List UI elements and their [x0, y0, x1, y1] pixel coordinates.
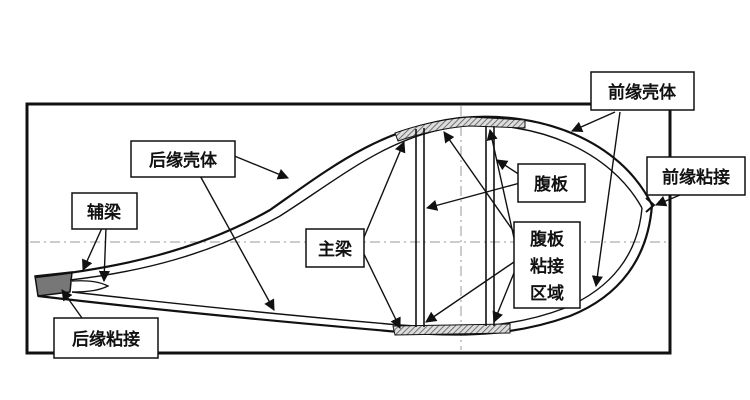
rear-web [485, 126, 495, 326]
label-leading-edge-bond: 前缘粘接 [646, 156, 746, 196]
svg-text:粘接: 粘接 [530, 256, 564, 277]
leader-aux-beam-2 [98, 227, 110, 283]
label-auxiliary-beam: 辅梁 [71, 192, 138, 230]
label-leading-edge-shell: 前缘壳体 [590, 71, 695, 111]
svg-text:腹板: 腹板 [530, 229, 565, 250]
svg-text:主梁: 主梁 [318, 239, 353, 260]
leader-trailing-shell-1 [231, 154, 290, 180]
leader-web-1 [425, 182, 521, 211]
label-web: 腹板 [517, 163, 586, 203]
svg-text:后缘粘接: 后缘粘接 [72, 329, 140, 350]
lower-spar-cap [392, 323, 511, 336]
leader-web-bond-2 [486, 128, 515, 239]
outer-frame [25, 102, 672, 355]
svg-text:前缘粘接: 前缘粘接 [662, 167, 730, 188]
leader-leading-shell-1 [570, 111, 616, 133]
leader-aux-beam-1 [82, 227, 103, 272]
svg-text:区域: 区域 [530, 283, 564, 304]
airfoil-upper-surface [35, 115, 653, 279]
svg-text:后缘壳体: 后缘壳体 [149, 150, 218, 171]
leader-main-beam-2 [361, 249, 401, 330]
leader-trailing-bond [61, 289, 83, 319]
leader-leading-bond [654, 194, 681, 207]
leader-web-bond-1 [443, 131, 515, 233]
leader-trailing-shell-2 [197, 171, 275, 311]
label-trailing-edge-bond: 后缘粘接 [53, 317, 159, 359]
leader-main-beam-1 [361, 140, 406, 243]
leader-web-2 [496, 159, 521, 176]
svg-text:辅梁: 辅梁 [87, 202, 122, 223]
leading-edge-bond-mark [645, 197, 656, 213]
label-main-beam: 主梁 [305, 228, 365, 268]
auxiliary-beam-contour [71, 280, 110, 293]
svg-text:前缘壳体: 前缘壳体 [608, 82, 677, 103]
leader-web-bond-4 [492, 267, 517, 324]
airfoil-upper-inner [69, 124, 643, 281]
leader-web-bond-3 [425, 261, 515, 323]
leader-leading-shell-2 [591, 111, 621, 288]
label-web-bond-area: 腹板 粘接 区域 [513, 221, 581, 309]
svg-text:腹板: 腹板 [534, 174, 569, 195]
label-trailing-edge-shell: 后缘壳体 [130, 140, 236, 178]
upper-spar-cap [394, 116, 526, 142]
front-web [415, 128, 425, 327]
